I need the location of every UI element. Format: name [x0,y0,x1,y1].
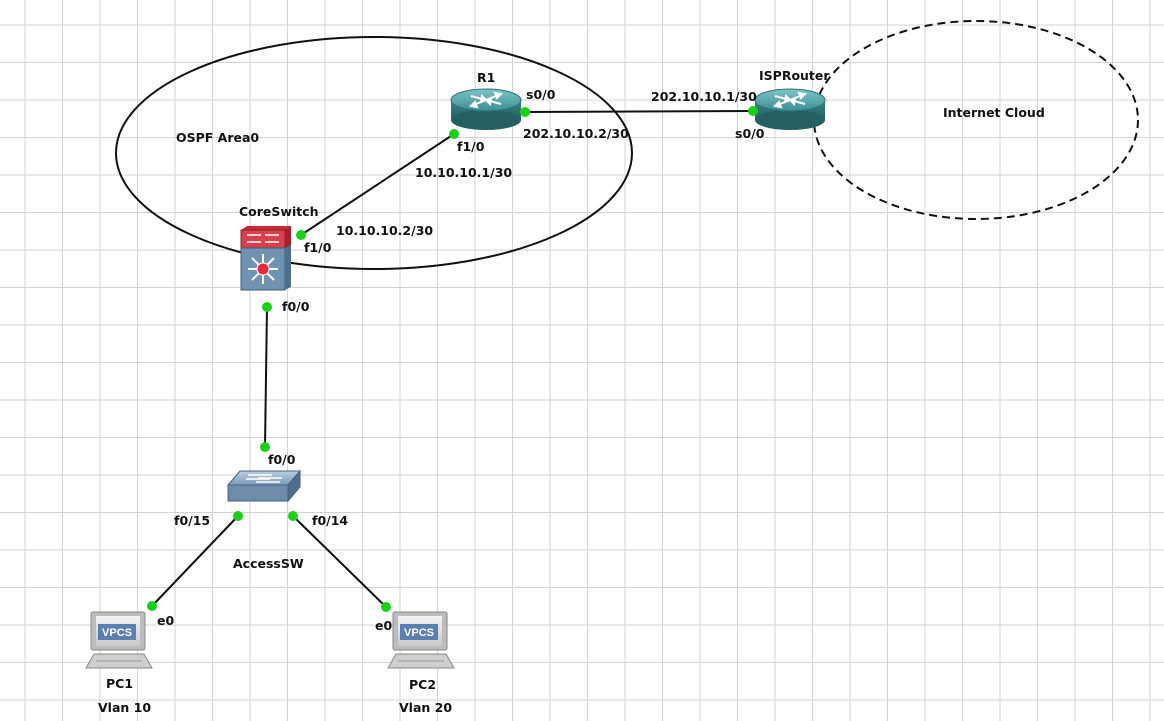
port-acc-f0-15[interactable] [233,511,243,521]
acc-f0-15-label: f0/15 [174,513,211,528]
link-r1-coreswitch[interactable] [300,133,455,236]
r1-label: R1 [477,70,496,85]
ospf-area-ellipse[interactable] [115,36,633,270]
pc1-vpcs-icon[interactable]: VPCS [85,611,153,669]
port-acc-f0-14[interactable] [288,511,298,521]
acc-f0-14-label: f0/14 [312,513,349,528]
isp-router-label: ISPRouter [759,68,830,83]
link-r1-isp[interactable] [524,110,754,113]
core-fa-address: 10.10.10.2/30 [336,223,434,238]
coreswitch-icon[interactable] [240,226,291,291]
pc2-vlan-label: Vlan 20 [399,700,453,715]
r1-f1-0-label: f1/0 [457,139,485,154]
r1-fa-address: 10.10.10.1/30 [415,165,513,180]
port-r1-f1-0[interactable] [449,129,459,139]
port-dots [147,106,758,612]
r1-router-icon[interactable] [450,88,522,130]
isp-s0-0-label: s0/0 [735,126,765,141]
accesssw-label: AccessSW [233,556,304,571]
internet-cloud-label: Internet Cloud [943,105,1045,120]
port-acc-f0-0[interactable] [260,442,270,452]
isp-serial-address: 202.10.10.1/30 [651,89,757,104]
pc2-vpcs-text: VPCS [404,627,434,639]
links [151,110,754,608]
internet-cloud-ellipse[interactable] [813,20,1139,220]
pc2-vpcs-icon[interactable]: VPCS [387,611,455,669]
pc1-label: PC1 [106,676,134,691]
link-accesssw-pc2[interactable] [292,515,387,608]
r1-s0-0-label: s0/0 [526,87,556,102]
core-f1-0-label: f1/0 [304,240,332,255]
coreswitch-label: CoreSwitch [239,204,319,219]
pc1-e0-label: e0 [157,613,175,628]
pc1-vpcs-text: VPCS [102,627,132,639]
port-r1-s0-0[interactable] [520,107,530,117]
port-core-f0-0[interactable] [262,302,272,312]
isp-router-icon[interactable] [754,88,826,130]
acc-f0-0-label: f0/0 [268,452,296,467]
pc2-e0-label: e0 [375,618,393,633]
port-pc2-e0[interactable] [381,602,391,612]
link-accesssw-pc1[interactable] [151,515,239,607]
pc2-label: PC2 [409,677,437,692]
link-coreswitch-accesssw[interactable] [264,306,268,448]
r1-serial-address: 202.10.10.2/30 [523,126,629,141]
port-isp-s0-0[interactable] [748,106,758,116]
pc1-vlan-label: Vlan 10 [98,700,152,715]
accesssw-icon[interactable] [226,469,302,503]
ospf-area-label: OSPF Area0 [176,130,260,145]
core-f0-0-label: f0/0 [282,299,310,314]
port-core-f1-0[interactable] [296,230,306,240]
port-pc1-e0[interactable] [147,601,157,611]
